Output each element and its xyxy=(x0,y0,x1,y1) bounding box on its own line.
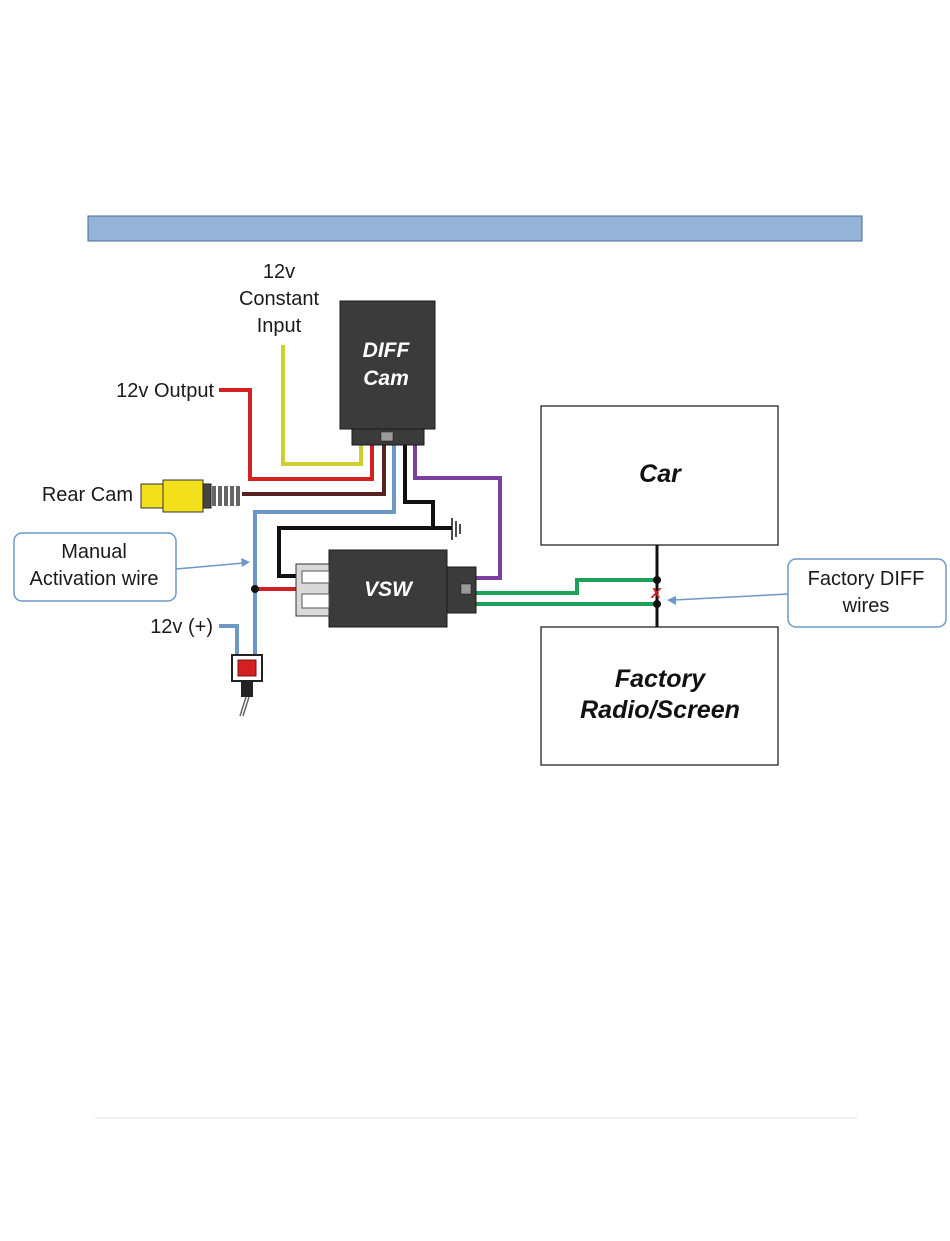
cut-mark: X xyxy=(650,585,662,602)
callout-manual-activation: Manual Activation wire xyxy=(14,533,250,601)
junction-dot-activation xyxy=(251,585,259,593)
callout-manual-line2: Activation wire xyxy=(30,568,159,590)
car-title: Car xyxy=(639,460,682,488)
callout-factory-line1: Factory DIFF xyxy=(808,568,925,590)
factory-radio-box: Factory Radio/Screen xyxy=(541,627,778,765)
wire-blue-12v-plus xyxy=(219,626,237,656)
rear-camera-connector xyxy=(141,480,240,512)
callout-factory-diff: Factory DIFF wires xyxy=(667,559,946,627)
junction-dot-green-1 xyxy=(653,576,661,584)
toggle-switch xyxy=(232,655,262,716)
diff-cam-title-line1: DIFF xyxy=(363,339,411,362)
factory-radio-title-line2: Radio/Screen xyxy=(580,696,740,724)
vsw-module: VSW xyxy=(296,550,476,627)
ground-symbol xyxy=(452,518,460,540)
factory-radio-title-line1: Factory xyxy=(615,665,706,693)
callout-manual-line1: Manual xyxy=(61,541,127,563)
header-band xyxy=(88,216,862,241)
callout-factory-line2: wires xyxy=(842,595,890,617)
label-rear-cam: Rear Cam xyxy=(42,484,133,506)
diff-cam-title-line2: Cam xyxy=(363,367,409,390)
label-constant-input-line2: Constant xyxy=(239,288,319,310)
vsw-title: VSW xyxy=(364,578,414,601)
label-12v-output: 12v Output xyxy=(116,380,214,402)
diff-cam-module: DIFF Cam xyxy=(340,301,435,445)
wire-green-1 xyxy=(476,580,657,593)
label-12v-plus: 12v (+) xyxy=(150,616,213,638)
label-constant-input-line3: Input xyxy=(257,315,302,337)
car-box: Car xyxy=(541,406,778,545)
wire-black-ground xyxy=(405,445,433,528)
label-constant-input-line1: 12v xyxy=(263,261,295,283)
